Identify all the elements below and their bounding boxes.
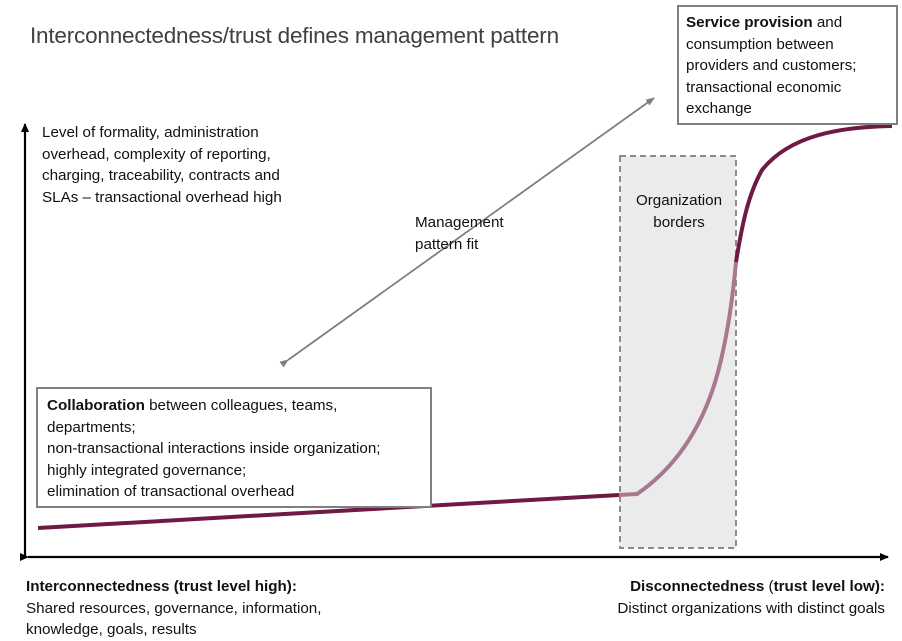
x-left-text: knowledge, goals, results	[26, 621, 197, 638]
trust-curve-left	[37, 493, 620, 530]
y-axis-label-line: charging, traceability, contracts and	[42, 167, 280, 184]
y-axis-label-line: Level of formality, administration	[42, 124, 259, 141]
disconnectedness-heading: Disconnectedness	[630, 578, 765, 595]
management-fit-line: Management	[415, 214, 504, 231]
management-pattern-fit-arrow	[279, 97, 655, 368]
collaboration-heading: Collaboration	[47, 397, 145, 414]
x-right-paren: (	[764, 578, 774, 595]
collab-box-text: departments;	[47, 418, 136, 436]
service-provision-heading: Service provision	[686, 14, 813, 31]
org-borders-line: borders	[653, 213, 705, 231]
service-box-text: providers and customers;	[686, 57, 857, 74]
x-left-text: Shared resources, governance, informatio…	[26, 599, 322, 617]
collaboration-box: Collaboration between colleagues, teams,…	[36, 387, 432, 508]
x-axis-right-label: Disconnectedness (trust level low): Dist…	[617, 576, 885, 619]
collab-box-text: between colleagues, teams,	[144, 397, 338, 414]
y-axis-label-line: SLAs – transactional overhead high	[42, 188, 282, 206]
trust-level-low-heading: trust level low):	[773, 578, 885, 595]
trust-curve-right	[734, 124, 893, 263]
collab-box-text: highly integrated governance;	[47, 461, 247, 479]
collab-box-text: elimination of transactional overhead	[47, 483, 295, 500]
collab-box-text: non-transactional interactions inside or…	[47, 440, 381, 457]
service-box-text: consumption between	[686, 35, 834, 53]
org-borders-line: Organization	[635, 192, 723, 209]
interconnectedness-heading: Interconnectedness (trust level high):	[26, 578, 297, 595]
trust-curve-transition	[618, 261, 738, 497]
page-title: Interconnectedness/trust defines managem…	[30, 23, 559, 48]
service-provision-box: Service provision and consumption betwee…	[677, 5, 898, 125]
service-box-text: transactional economic	[686, 78, 842, 96]
y-axis-label: Level of formality, administration overh…	[42, 122, 282, 208]
service-box-text: and	[812, 14, 843, 31]
management-fit-line: pattern fit	[415, 235, 479, 253]
x-right-text: Distinct organizations with distinct goa…	[617, 599, 885, 617]
organization-borders-label: Organization borders	[620, 190, 738, 233]
y-axis-label-line: overhead, complexity of reporting,	[42, 145, 271, 163]
service-box-text: exchange	[686, 100, 752, 117]
x-axis-left-label: Interconnectedness (trust level high): S…	[26, 576, 321, 641]
management-pattern-fit-label: Management pattern fit	[415, 212, 504, 255]
